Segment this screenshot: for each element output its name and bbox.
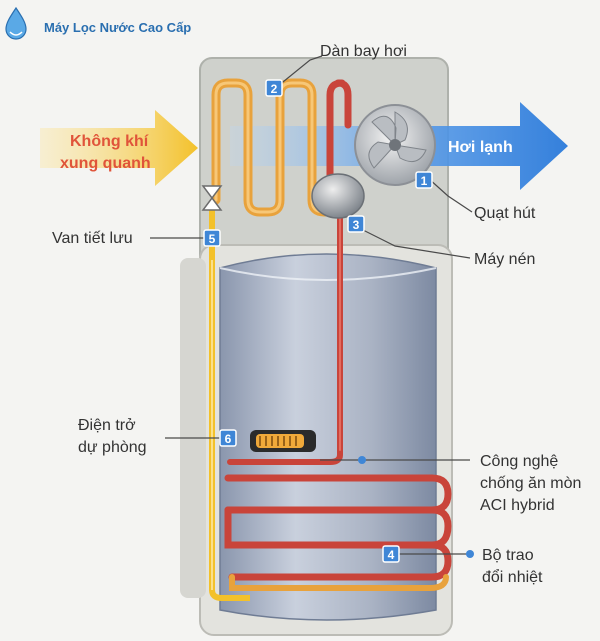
svg-text:5: 5 <box>209 232 216 246</box>
water-drop-icon <box>5 6 27 40</box>
tank-side-panel <box>180 258 206 598</box>
label-heater-line1: Điện trở <box>78 417 136 434</box>
svg-text:1: 1 <box>421 174 428 188</box>
backup-heater <box>250 430 316 452</box>
label-evaporator: Dàn bay hơi <box>320 43 407 60</box>
ambient-air-arrow <box>40 110 198 186</box>
coating-marker <box>358 456 366 464</box>
brand-name: Máy Lọc Nước Cao Cấp <box>44 20 191 35</box>
expansion-valve <box>201 185 223 211</box>
label-coating-line3: ACI hybrid <box>480 497 555 514</box>
ambient-air-label-line2: xung quanh <box>60 155 151 172</box>
return-line <box>209 208 250 601</box>
ambient-air-label-line1: Không khí <box>70 133 149 150</box>
leader-lines <box>150 55 473 555</box>
label-expansion-valve: Van tiết lưu <box>52 230 133 247</box>
badge-3: 3 <box>347 215 365 233</box>
compressor-icon <box>311 173 365 219</box>
brand-logo <box>5 6 27 40</box>
heat-exchanger-coil <box>224 474 452 591</box>
svg-text:3: 3 <box>353 218 360 232</box>
water-tank <box>219 253 437 621</box>
svg-text:2: 2 <box>271 82 278 96</box>
label-coating-line1: Công nghệ <box>480 453 558 470</box>
badge-4: 4 <box>382 545 400 563</box>
label-coating-line2: chống ăn mòn <box>480 475 581 492</box>
evaporator-coil <box>211 78 352 217</box>
svg-text:4: 4 <box>388 548 395 562</box>
fan-icon <box>354 104 436 186</box>
badge-5: 5 <box>203 229 221 247</box>
label-fan: Quạt hút <box>474 205 536 222</box>
exchanger-marker <box>466 550 474 558</box>
badge-2: 2 <box>265 79 283 97</box>
svg-text:6: 6 <box>225 432 232 446</box>
label-heater-line2: dự phòng <box>78 439 147 456</box>
label-exchanger-line2: đổi nhiệt <box>482 568 543 586</box>
badge-1: 1 <box>415 171 433 189</box>
badge-6: 6 <box>219 429 237 447</box>
label-exchanger-line1: Bộ trao <box>482 547 534 564</box>
cold-air-label: Hơi lạnh <box>448 139 513 156</box>
label-compressor: Máy nén <box>474 251 535 268</box>
